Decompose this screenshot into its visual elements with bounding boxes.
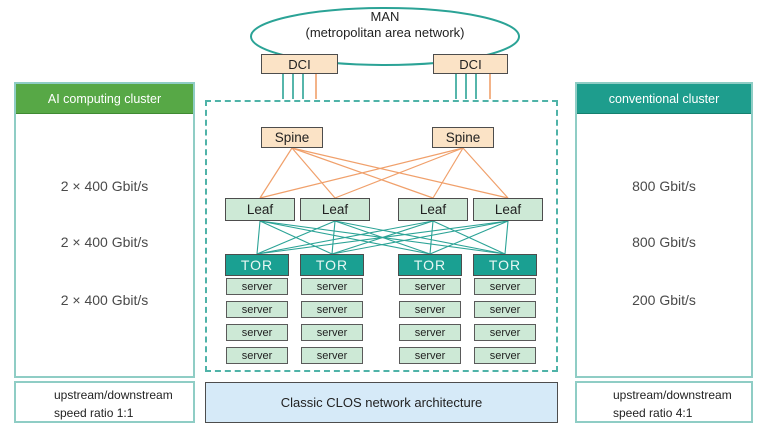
spine-node-1: Spine bbox=[261, 127, 323, 148]
ai-speed-spine-leaf: 2 × 400 Gbit/s bbox=[60, 178, 149, 194]
server-box-4-3: server bbox=[474, 324, 536, 341]
ai-speed-leaf-tor: 2 × 400 Gbit/s bbox=[60, 234, 149, 250]
leaf-node-4: Leaf bbox=[473, 198, 543, 221]
conv-speed-spine-leaf: 800 Gbit/s bbox=[632, 178, 696, 194]
server-box-1-4: server bbox=[226, 347, 288, 364]
leaf-node-2: Leaf bbox=[300, 198, 370, 221]
tor-node-2: TOR bbox=[300, 254, 364, 276]
server-box-2-1: server bbox=[301, 278, 363, 295]
ai-speed-ratio-box: upstream/downstream speed ratio 1:1 bbox=[14, 381, 195, 423]
server-box-1-3: server bbox=[226, 324, 288, 341]
ai-speed-tor-server: 2 × 400 Gbit/s bbox=[60, 292, 149, 308]
man-subtitle: (metropolitan area network) bbox=[305, 25, 465, 40]
server-box-2-2: server bbox=[301, 301, 363, 318]
clos-caption-box: Classic CLOS network architecture bbox=[205, 382, 558, 423]
ai-ratio-line1: upstream/downstream bbox=[54, 388, 173, 402]
server-box-3-3: server bbox=[399, 324, 461, 341]
tor-node-4: TOR bbox=[473, 254, 537, 276]
dci-node-right: DCI bbox=[433, 54, 508, 74]
server-box-1-1: server bbox=[226, 278, 288, 295]
ai-cluster-header: AI computing cluster bbox=[16, 84, 193, 114]
tor-node-1: TOR bbox=[225, 254, 289, 276]
leaf-node-1: Leaf bbox=[225, 198, 295, 221]
server-box-4-2: server bbox=[474, 301, 536, 318]
server-box-2-4: server bbox=[301, 347, 363, 364]
conv-speed-leaf-tor: 800 Gbit/s bbox=[632, 234, 696, 250]
conv-speed-ratio-box: upstream/downstream speed ratio 4:1 bbox=[575, 381, 753, 423]
conv-speed-tor-server: 200 Gbit/s bbox=[632, 292, 696, 308]
server-box-2-3: server bbox=[301, 324, 363, 341]
server-box-3-4: server bbox=[399, 347, 461, 364]
ai-cluster-panel: AI computing cluster bbox=[14, 82, 195, 378]
man-label: MAN (metropolitan area network) bbox=[255, 9, 515, 41]
leaf-node-3: Leaf bbox=[398, 198, 468, 221]
tor-node-3: TOR bbox=[398, 254, 462, 276]
conv-ratio-line2: speed ratio 4:1 bbox=[613, 406, 693, 420]
conventional-cluster-header: conventional cluster bbox=[577, 84, 751, 114]
dci-node-left: DCI bbox=[261, 54, 338, 74]
server-box-1-2: server bbox=[226, 301, 288, 318]
server-box-4-4: server bbox=[474, 347, 536, 364]
server-box-4-1: server bbox=[474, 278, 536, 295]
server-box-3-2: server bbox=[399, 301, 461, 318]
ai-ratio-line2: speed ratio 1:1 bbox=[54, 406, 134, 420]
server-box-3-1: server bbox=[399, 278, 461, 295]
clos-caption: Classic CLOS network architecture bbox=[280, 395, 483, 410]
conv-ratio-line1: upstream/downstream bbox=[613, 388, 732, 402]
spine-node-2: Spine bbox=[432, 127, 494, 148]
conventional-cluster-panel: conventional cluster bbox=[575, 82, 753, 378]
man-title: MAN bbox=[370, 9, 400, 24]
